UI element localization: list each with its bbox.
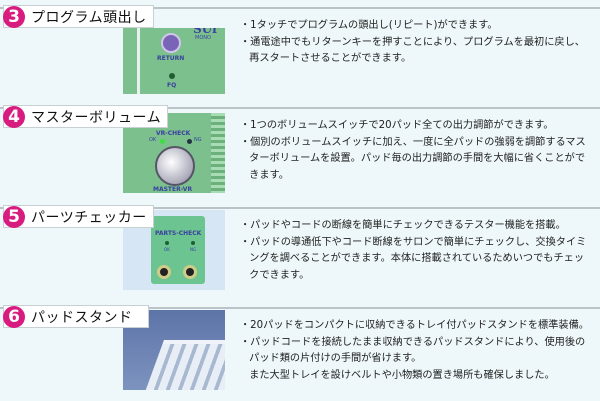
section-heading: 5 パーツチェッカー [3,205,154,228]
divider [0,307,600,309]
photo-label: FQ [167,82,177,89]
number-badge: 5 [3,205,25,228]
section-title: プログラム頭出し [31,9,147,26]
section-title: パーツチェッカー [31,209,147,226]
section-pad-stand: 6 パッドスタンド ・20パッドをコンパクトに収納できるトレイ付パッドスタンドを標… [0,300,600,400]
photo-label: NG [194,137,202,143]
section-heading: 6 パッドスタンド [3,305,149,328]
divider [0,207,600,209]
section-description: ・パッドやコードの断線を簡単にチェックできるテスター機能を搭載。・パッドの導通低… [240,220,587,281]
section-parts-checker: 5 パーツチェッカー PARTS-CHECK OK NG ・パッドやコードの断線を… [0,200,600,300]
section-title: マスターボリューム [31,109,162,126]
section-description: ・20パッドをコンパクトに収納できるトレイ付パッドスタンドを標準装備。・パッドコ… [240,320,589,381]
section-heading: 3 プログラム頭出し [3,5,154,28]
photo-label: OK [164,247,170,252]
photo-label: RETURN [157,55,185,62]
divider [0,107,600,109]
photo-label: VR-CHECK [156,130,191,137]
photo-label: MONO [195,35,211,41]
product-photo-return-key: RETURN FQ MONO SUr [123,28,225,94]
number-badge: 4 [3,105,25,128]
return-button-icon [161,33,181,53]
section-master-volume: 4 マスターボリューム VR-CHECK OK NG MASTER-VR ・1つの… [0,100,600,200]
photo-label: MASTER-VR [153,186,193,193]
photo-label: NG [190,247,197,252]
section-description: ・1タッチでプログラムの頭出し(リピート)ができます。・通電途中でもリターンキー… [240,20,585,64]
section-heading: 4 マスターボリューム [3,105,169,128]
pad-tray-icon [142,340,225,390]
socket-icon [157,265,171,279]
photo-label: SUr [193,28,219,36]
number-badge: 6 [3,305,25,328]
section-program-repeat: 3 プログラム頭出し RETURN FQ MONO SUr ・1タッチでプログラム… [0,0,600,100]
photo-label: PARTS-CHECK [155,230,202,237]
master-volume-knob-icon [155,146,195,186]
section-description: ・1つのボリュームスイッチで20パッド全ての出力調節ができます。・個別のボリュー… [240,120,586,181]
socket-icon [183,265,197,279]
photo-label: OK [149,137,157,143]
number-badge: 3 [3,5,25,28]
divider [0,7,600,9]
section-title: パッドスタンド [31,309,133,326]
